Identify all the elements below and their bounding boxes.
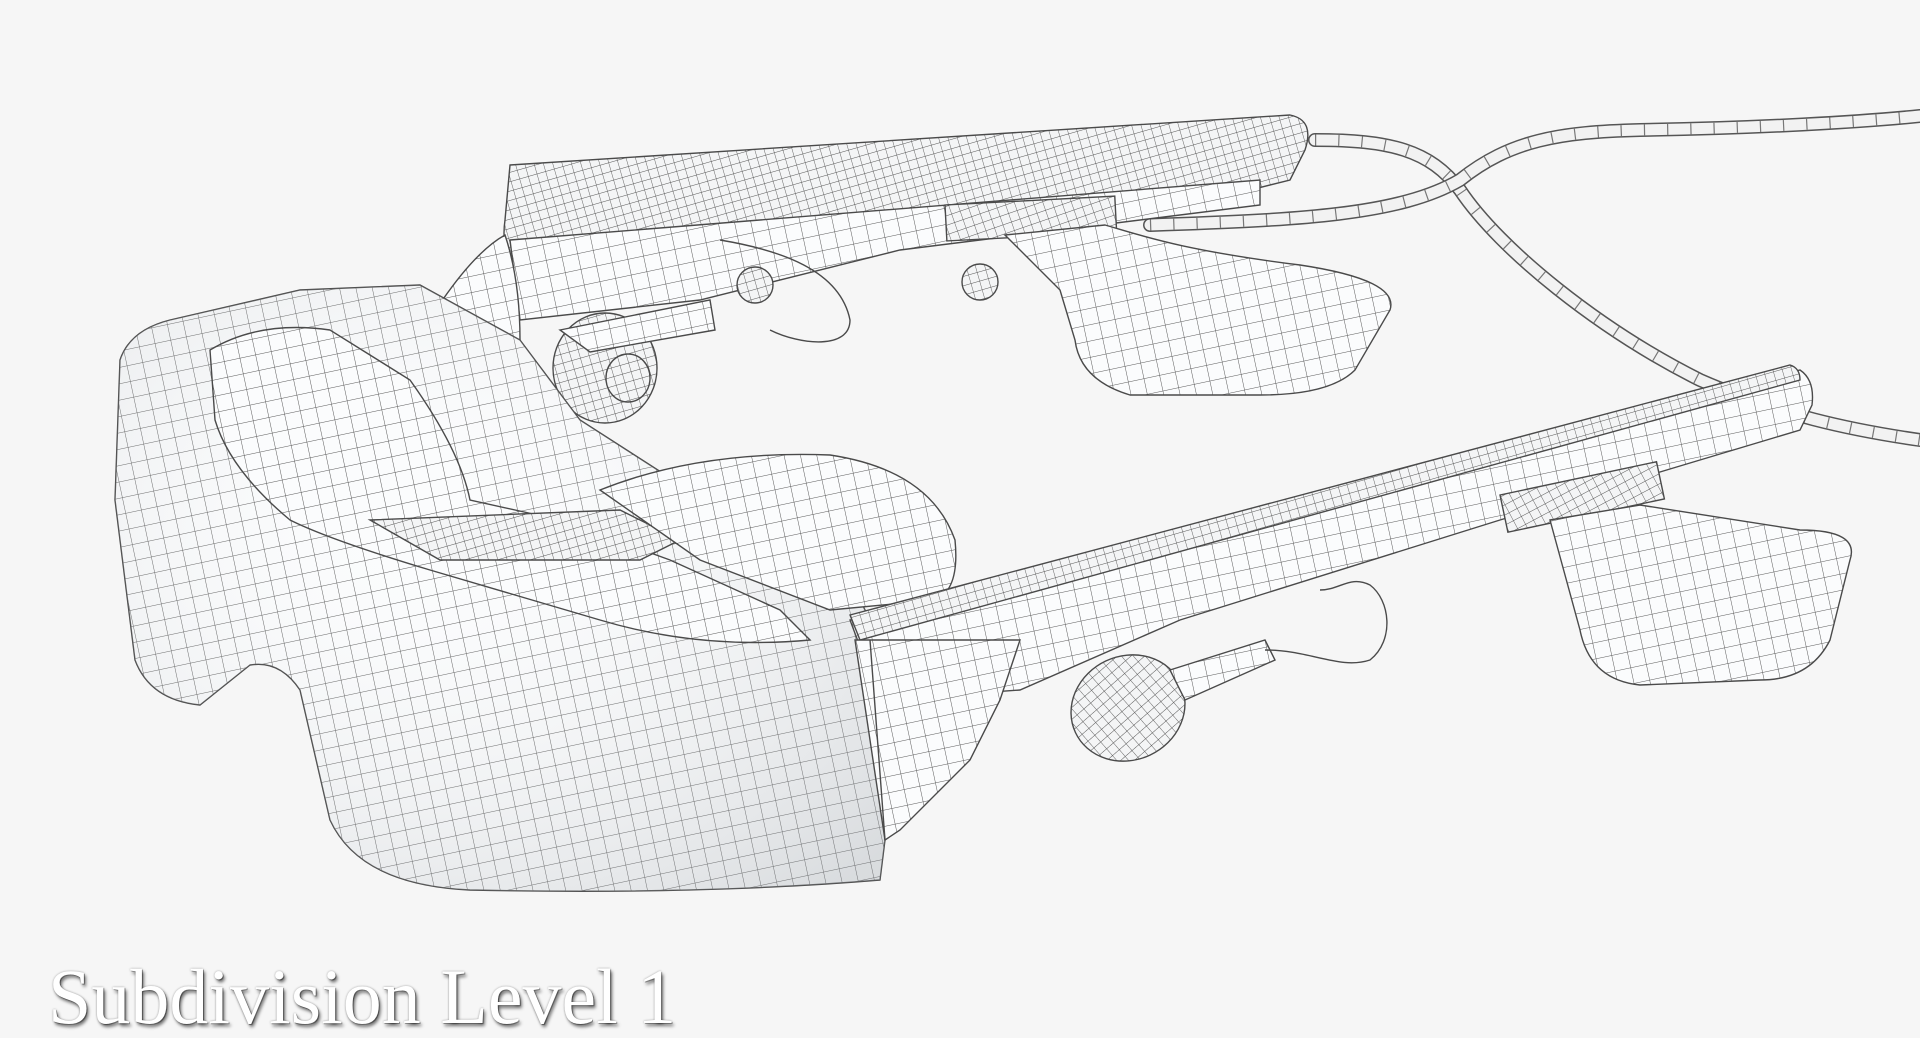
cable-left [1308,133,1920,447]
right-temple-arm [849,364,1814,842]
left-ear-pad [1003,224,1392,396]
left-earbud [552,299,716,424]
left-temple-arm [503,114,1309,343]
lens-housing [209,326,957,644]
right-ear-pad [1549,504,1853,686]
cable-right [1143,109,1920,232]
subdivision-level-caption: Subdivision Level 1 [48,953,677,1038]
right-earbud [1070,580,1388,762]
